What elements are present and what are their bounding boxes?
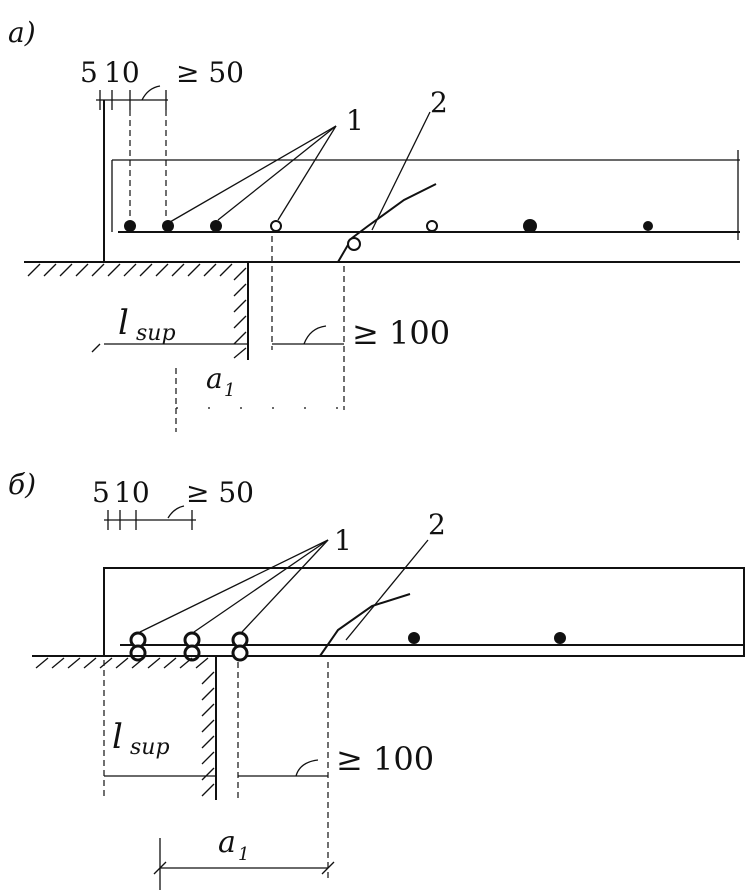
panel-a-callout-1: 1 [346, 104, 364, 137]
panel-b-bar [554, 632, 566, 644]
panel-b-support-hatch [35, 657, 215, 797]
panel-b-callout-1: 1 [334, 524, 352, 557]
panel-b-lsup-sub: sup [130, 735, 170, 760]
panel-a-bar [643, 221, 653, 231]
panel-b: б) 5 10 ≥ 50 1 2 [8, 468, 745, 890]
panel-a-bar [523, 219, 537, 233]
panel-b-dim-tick [321, 861, 335, 875]
panel-b-dim-tick [153, 861, 167, 875]
panel-a-bar [270, 220, 282, 232]
panel-a-leader-1 [169, 125, 337, 223]
panel-a-a1: a [206, 362, 223, 395]
panel-b-dim-100: ≥ 100 [336, 740, 434, 778]
panel-b-bar-bundle [231, 631, 249, 662]
panel-a-dim-100: ≥ 100 [352, 314, 450, 352]
panel-b-dim-min-spacing: ≥ 50 [186, 476, 254, 509]
panel-b-lsup: l [112, 717, 123, 757]
panel-b-dim-leader [167, 505, 185, 519]
panel-a: a) 5 10 ≥ 50 1 [8, 16, 740, 432]
panel-a-lsup-sub: sup [136, 321, 176, 346]
panel-a-label: a) [8, 16, 36, 49]
panel-b-leader-2 [345, 539, 429, 641]
panel-a-leader-2 [371, 111, 431, 231]
panel-a-dim-tick [91, 343, 101, 353]
panel-b-label: б) [8, 468, 36, 501]
panel-b-leader-1 [139, 539, 329, 633]
panel-a-bar [124, 220, 136, 232]
panel-b-dim-mid: 10 [114, 476, 150, 509]
panel-a-dim-min-spacing: ≥ 50 [176, 56, 244, 89]
panel-a-bar [426, 220, 438, 232]
panel-a-anchor-hook [347, 237, 361, 251]
panel-b-100-leader [295, 759, 319, 777]
panel-a-dim-mid: 10 [104, 56, 140, 89]
panel-a-bar [210, 220, 222, 232]
panel-a-100-leader [303, 325, 327, 345]
panel-b-a1-sub: 1 [238, 844, 249, 865]
panel-a-leader-1 [277, 125, 337, 221]
panel-b-leader-1 [241, 539, 329, 633]
panel-b-callout-2: 2 [428, 508, 446, 541]
panel-b-dim-small: 5 [92, 476, 110, 509]
panel-b-anchor-bar [319, 593, 411, 657]
panel-a-lsup: l [118, 303, 129, 343]
panel-b-bar [408, 632, 420, 644]
panel-a-a1-sub: 1 [224, 380, 235, 401]
panel-a-dim-small: 5 [80, 56, 98, 89]
panel-a-support-hatch [27, 263, 247, 359]
panel-a-bar [162, 220, 174, 232]
panel-a-callout-2: 2 [430, 86, 448, 119]
panel-b-a1: a [218, 825, 236, 860]
panel-a-leader-1 [217, 125, 337, 221]
panel-b-leader-1 [193, 539, 329, 633]
panel-a-dim-leader [141, 85, 161, 101]
